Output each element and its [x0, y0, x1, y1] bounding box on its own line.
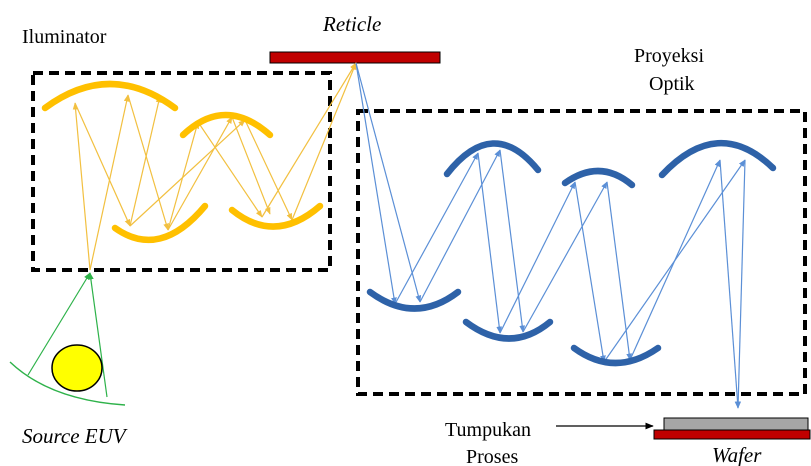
illuminator-rays	[72, 62, 357, 271]
stack-label-line2: Proses	[466, 446, 518, 466]
source-plasma-ball	[51, 344, 103, 392]
projection-optics-box	[356, 109, 807, 396]
projection-mirror-4	[462, 318, 554, 342]
illuminator-label: Iluminator	[22, 26, 107, 48]
illuminator-mirror-1	[41, 80, 179, 112]
stack-label-line1: Tumpukan	[445, 419, 531, 441]
source-collector-curve	[9, 361, 126, 406]
projection-mirror-3	[561, 167, 636, 189]
wafer-plate	[653, 429, 811, 440]
illuminator-mirrors	[41, 80, 324, 244]
projection-rays	[355, 62, 746, 409]
euv-source	[9, 272, 126, 406]
projection-label-line2: Optik	[649, 73, 695, 95]
illuminator-mirror-3	[179, 111, 274, 139]
projection-mirror-2	[366, 288, 462, 312]
projection-mirror-1	[443, 140, 542, 178]
illuminator-box	[31, 71, 332, 272]
illuminator-mirror-4	[228, 202, 324, 230]
projection-mirror-6	[570, 344, 662, 367]
illuminator-mirror-2	[111, 202, 209, 244]
projection-mirrors	[366, 140, 777, 367]
reticle-label: Reticle	[322, 12, 381, 36]
reticle-plate	[269, 51, 441, 64]
projection-label-line1: Proyeksi	[634, 45, 704, 67]
source-euv-label: Source EUV	[22, 424, 128, 448]
wafer-label: Wafer	[712, 443, 762, 466]
projection-mirror-5	[658, 140, 777, 179]
process-stack-layer	[663, 417, 809, 431]
